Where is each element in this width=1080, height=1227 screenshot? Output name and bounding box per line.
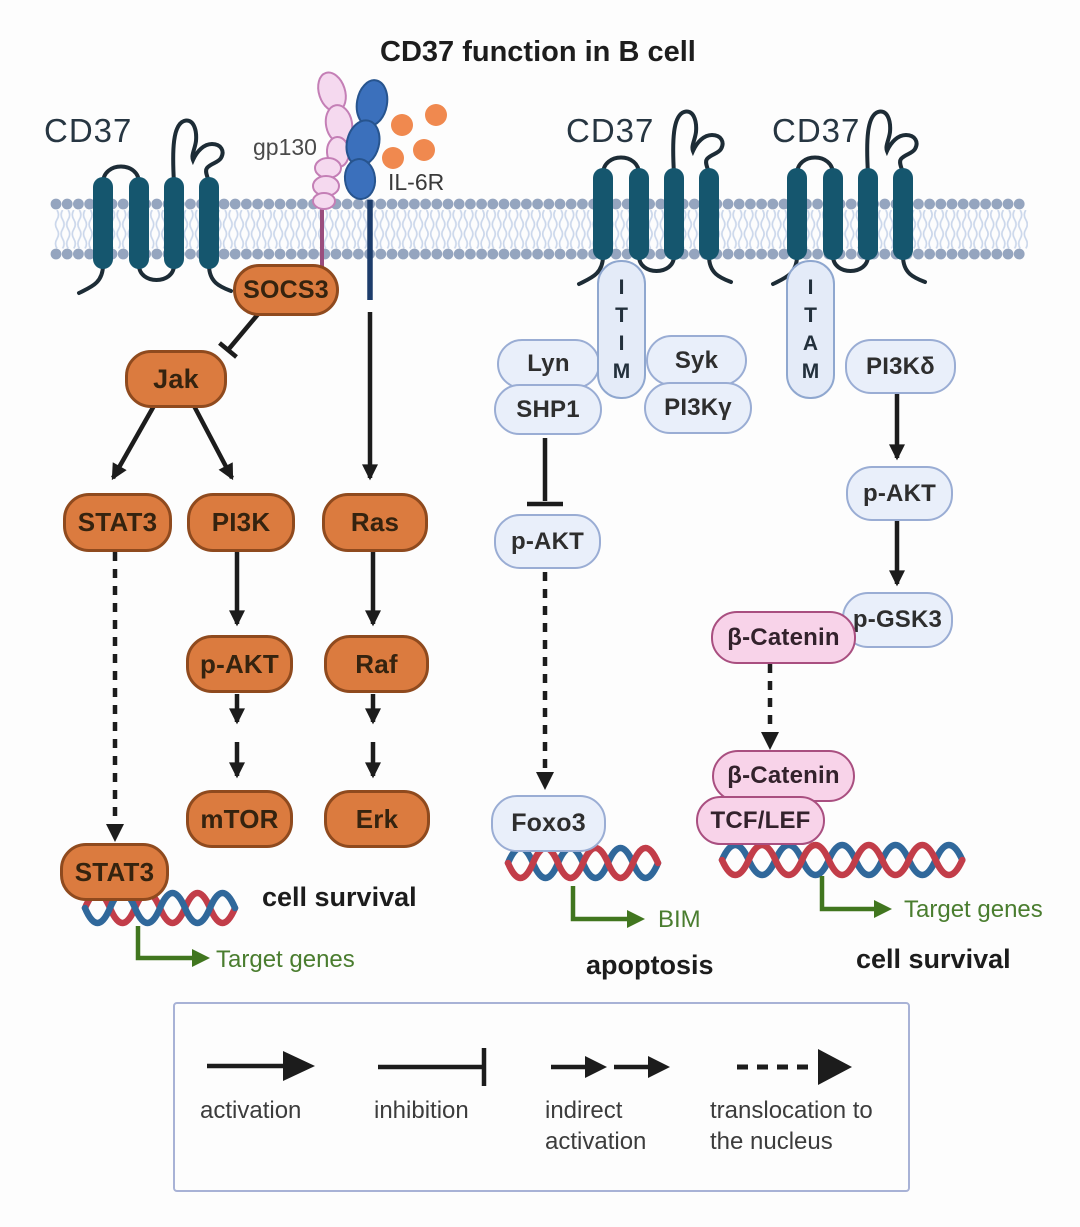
- dashed-arrow-pakt-to-foxo3: [536, 572, 554, 790]
- node-socs3: SOCS3: [233, 264, 339, 316]
- cd37-label-left: CD37: [44, 112, 133, 149]
- target-genes-left-label: Target genes: [216, 946, 355, 973]
- itam-letter: M: [801, 359, 820, 383]
- node-shp1: SHP1: [494, 384, 602, 435]
- node-pi3k: PI3K: [187, 493, 295, 552]
- cd37-label-mid: CD37: [566, 112, 655, 149]
- node-jak: Jak: [125, 350, 227, 408]
- gp130-receptor: [312, 71, 354, 292]
- itim-letter: I: [618, 331, 625, 355]
- legend-label-translocation: translocation to the nucleus: [710, 1097, 873, 1155]
- itam-letter: T: [804, 303, 817, 327]
- legend-activation-arrow: [207, 1051, 315, 1081]
- dashed-arrow-stat3-to-nucleus: [106, 552, 124, 842]
- node-syk: Syk: [646, 335, 747, 386]
- node-mtor: mTOR: [186, 790, 293, 848]
- legend-inhibition-bar: [378, 1048, 487, 1086]
- arrow-jak-to-pi3k: [191, 402, 234, 481]
- arrow-shp1-inhibits-pakt: [527, 438, 563, 507]
- itim-letter: I: [618, 275, 625, 299]
- node-pakt-right: p-AKT: [846, 466, 953, 521]
- apoptosis-label: apoptosis: [586, 950, 714, 980]
- itim-letter: T: [615, 303, 628, 327]
- node-foxo3: Foxo3: [491, 795, 606, 852]
- legend-double-arrow: [551, 1056, 670, 1078]
- itam-letter: A: [802, 331, 819, 355]
- dna-helix-right: [718, 841, 966, 879]
- node-ras: Ras: [322, 493, 428, 552]
- node-pi3k-gamma: PI3Kγ: [644, 382, 752, 434]
- bim-label: BIM: [658, 906, 701, 933]
- itam-letter: I: [807, 275, 814, 299]
- il6r-receptor: [343, 79, 389, 300]
- node-pakt-mid: p-AKT: [494, 514, 601, 569]
- dna-helix-mid: [504, 844, 662, 882]
- target-genes-arrow-right: [819, 876, 892, 918]
- legend-label-inhibition: inhibition: [374, 1097, 469, 1124]
- node-stat3: STAT3: [63, 493, 172, 552]
- il6-ligand-dots: [382, 104, 447, 169]
- node-raf: Raf: [324, 635, 429, 693]
- node-stat3-nucleus: STAT3: [60, 843, 169, 901]
- dashed-arrow-bcatenin-to-nucleus: [761, 664, 779, 750]
- legend-box: [173, 1002, 910, 1192]
- legend-label-indirect-activation: indirect activation: [545, 1097, 647, 1155]
- node-lyn: Lyn: [497, 339, 600, 389]
- node-erk: Erk: [324, 790, 430, 848]
- target-genes-arrow-mid: [570, 886, 645, 928]
- node-pakt-left: p-AKT: [186, 635, 293, 693]
- itam-motif: I T A M: [786, 260, 835, 399]
- node-pi3k-delta: PI3Kδ: [845, 339, 956, 394]
- legend-dashed-arrow: [737, 1049, 852, 1085]
- dna-helix-left: [81, 889, 239, 927]
- diagram-title: CD37 function in B cell: [380, 36, 696, 68]
- legend-label-activation: activation: [200, 1097, 302, 1124]
- cell-survival-left-label: cell survival: [262, 882, 417, 912]
- cd37-label-right: CD37: [772, 112, 861, 149]
- node-bcatenin-top: β-Catenin: [711, 611, 856, 664]
- cell-survival-right-label: cell survival: [856, 944, 1011, 974]
- il6r-label: IL-6R: [388, 169, 445, 195]
- node-bcatenin-bottom: β-Catenin: [712, 750, 855, 802]
- target-genes-right-label: Target genes: [904, 896, 1043, 923]
- target-genes-arrow-left: [135, 926, 210, 967]
- node-pgsk3: p-GSK3: [842, 592, 953, 648]
- arrow-socs3-inhibits-jak: [218, 311, 261, 359]
- gp130-label: gp130: [253, 134, 317, 160]
- arrow-jak-to-stat3: [111, 402, 157, 481]
- node-tcf-lef: TCF/LEF: [696, 796, 825, 845]
- itim-letter: M: [612, 359, 631, 383]
- itim-motif: I T I M: [597, 260, 646, 399]
